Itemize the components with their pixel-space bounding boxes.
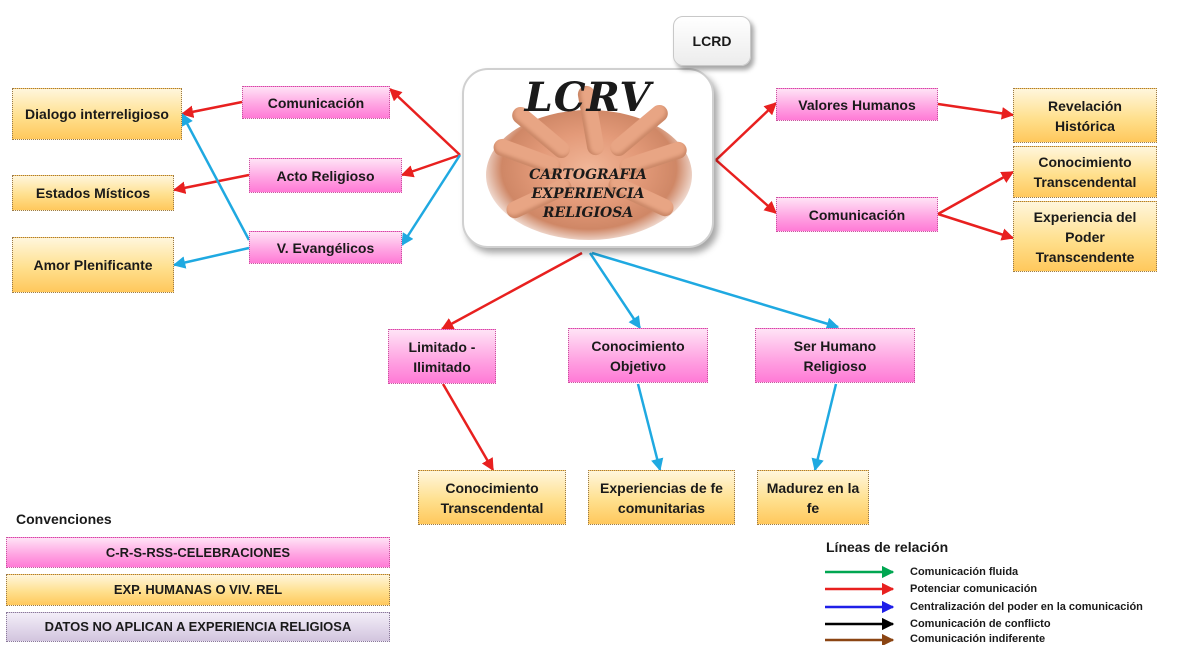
- arrow-comunicacion-conocimiento: [937, 170, 1015, 216]
- center-subtitle: CARTOGRAFIA EXPERIENCIA RELIGIOSA: [529, 167, 647, 221]
- arrow-center-limitado: [440, 251, 583, 331]
- arrow-valores-revelacion: [937, 102, 1015, 120]
- convention-lavender: DATOS NO APLICAN A EXPERIENCIA RELIGIOSA: [6, 612, 390, 642]
- arrow-acto-estados: [172, 173, 250, 194]
- node-estados-misticos: Estados Místicos: [12, 175, 174, 211]
- legend-label-conflicto: Comunicación de conflicto: [910, 618, 1051, 630]
- legend-title: Líneas de relación: [826, 539, 949, 555]
- arrow-center-comunicacion-right: [715, 159, 777, 214]
- node-experiencia-poder: Experiencia del Poder Transcendente: [1013, 201, 1157, 272]
- node-conocimiento-transcendental-right: Conocimiento Transcendental: [1013, 146, 1157, 198]
- node-comunicacion-left: Comunicación: [242, 86, 390, 119]
- arrow-center-comunicacion: [389, 88, 461, 156]
- legend-label-centralizacion: Centralización del poder en la comunicac…: [910, 601, 1143, 613]
- convention-orange: EXP. HUMANAS O VIV. REL: [6, 574, 390, 606]
- node-valores-humanos: Valores Humanos: [776, 88, 938, 121]
- arrow-evangelicos-amor: [172, 246, 250, 269]
- arrow-center-acto-religioso: [400, 153, 461, 178]
- legend-label-potenciar: Potenciar comunicación: [910, 583, 1038, 595]
- arrow-evangelicos-dialogo: [180, 112, 251, 241]
- conventions-title: Convenciones: [16, 511, 112, 527]
- convention-pink: C-R-S-RSS-CELEBRACIONES: [6, 537, 390, 568]
- lcrd-box: LCRD: [673, 16, 751, 66]
- legend-label-indiferente: Comunicación indiferente: [910, 633, 1046, 645]
- node-revelacion-historica: Revelación Histórica: [1013, 88, 1157, 143]
- node-experiencias-fe: Experiencias de fe comunitarias: [588, 470, 735, 525]
- center-title: LCRV: [524, 74, 652, 121]
- legend-label-fluida: Comunicación fluida: [910, 566, 1019, 578]
- arrow-ser-humano-madurez: [811, 383, 838, 472]
- node-conocimiento-transcendental-bottom: Conocimiento Transcendental: [418, 470, 566, 525]
- arrow-comunicacion-dialogo: [180, 100, 243, 118]
- arrow-center-conocimiento-objetivo: [588, 252, 642, 330]
- node-comunicacion-right: Comunicación: [776, 197, 938, 232]
- arrow-limitado-conocimiento: [441, 383, 495, 472]
- node-amor-plenificante: Amor Plenificante: [12, 237, 174, 293]
- arrow-center-valores: [715, 102, 777, 161]
- arrow-center-v-evangelicos: [400, 154, 462, 247]
- node-acto-religioso: Acto Religioso: [249, 158, 402, 193]
- node-dialogo-interreligioso: Dialogo interreligioso: [12, 88, 182, 140]
- node-ser-humano-religioso: Ser Humano Religioso: [755, 328, 915, 383]
- arrow-comunicacion-experiencia: [937, 212, 1015, 241]
- node-v-evangelicos: V. Evangélicos: [249, 231, 402, 264]
- node-conocimiento-objetivo: Conocimiento Objetivo: [568, 328, 708, 383]
- center-lcrv-box: LCRV CARTOGRAFIA EXPERIENCIA RELIGIOSA: [462, 68, 714, 248]
- node-madurez-fe: Madurez en la fe: [757, 470, 869, 525]
- arrow-center-ser-humano: [591, 251, 840, 330]
- node-limitado-ilimitado: Limitado - Ilimitado: [388, 329, 496, 384]
- arrow-objetivo-experiencias: [636, 383, 664, 472]
- hands-image: [486, 84, 692, 240]
